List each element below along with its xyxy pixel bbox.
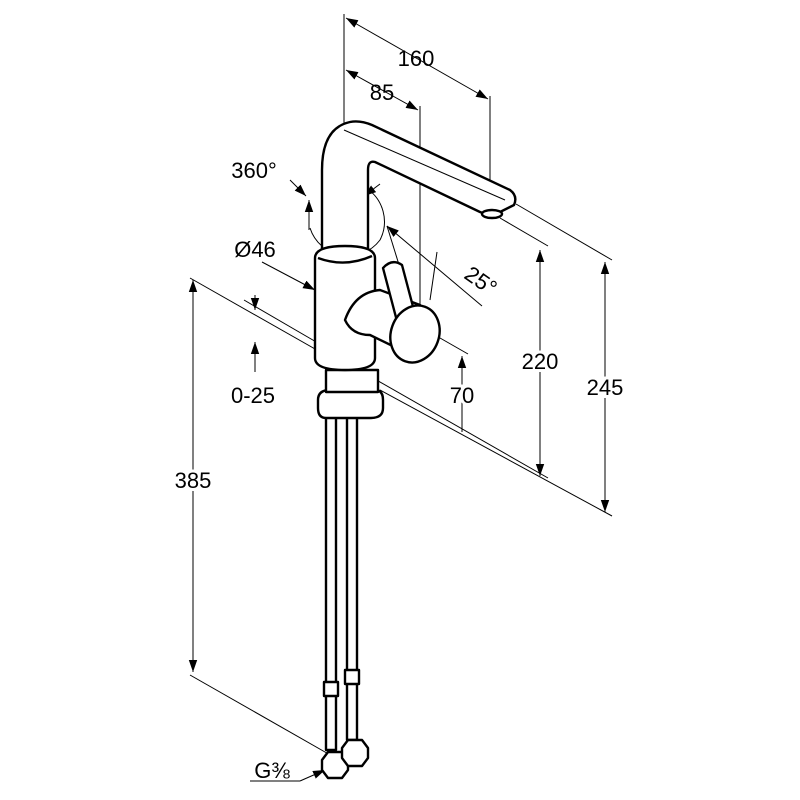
dimension-lines: [188, 17, 610, 782]
handle-cap: [389, 304, 441, 364]
label-220: 220: [522, 349, 559, 374]
connection-leader: [299, 769, 326, 782]
supply-hoses: [320, 403, 370, 780]
label-245: 245: [587, 375, 624, 400]
label-25-degrees: 25°: [460, 261, 502, 301]
dim-160-line: [345, 17, 489, 100]
label-connection: G⅜: [254, 758, 290, 783]
hose-nut-right: [340, 738, 370, 768]
label-85: 85: [370, 80, 394, 105]
dimension-labels: 160 85 360° Ø46 25° 220 245 70 0-25 385 …: [172, 46, 627, 783]
faucet: [313, 120, 517, 780]
label-385: 385: [175, 468, 212, 493]
dim-85-line: [345, 69, 419, 111]
label-160: 160: [398, 46, 435, 71]
mixer-body: [313, 244, 377, 372]
spout: [320, 120, 517, 252]
label-70: 70: [450, 383, 474, 408]
label-diameter: Ø46: [234, 237, 276, 262]
mounting-plate: [316, 388, 385, 420]
diameter-leader: [261, 261, 316, 291]
label-360: 360°: [231, 158, 277, 183]
swivel-arrow-top: [289, 179, 307, 197]
label-0-25: 0-25: [231, 383, 275, 408]
